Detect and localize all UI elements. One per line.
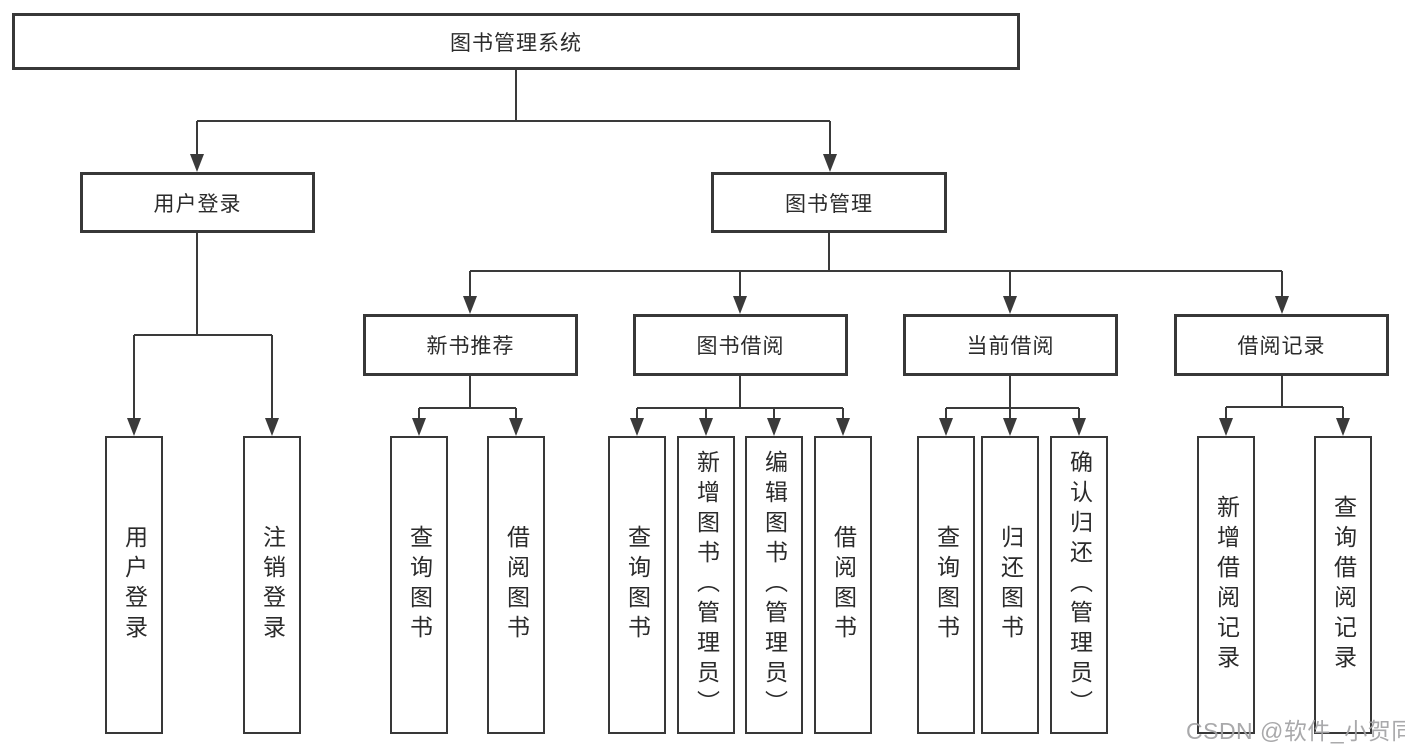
leaf-query-books-1: 查询图书 (390, 436, 448, 734)
node-book-borrowing-label: 图书借阅 (696, 335, 785, 358)
leaf-add-borrow-record-label: 新增借阅记录 (1213, 495, 1240, 675)
leaf-user-login: 用户登录 (105, 436, 163, 734)
leaf-return-books: 归还图书 (981, 436, 1039, 734)
node-user-login: 用户登录 (80, 172, 315, 233)
leaf-confirm-return-admin-label: 确认归还（管理员） (1066, 450, 1093, 720)
leaf-query-books-2-label: 查询图书 (624, 525, 651, 645)
leaf-user-login-label: 用户登录 (121, 525, 148, 645)
leaf-query-books-2: 查询图书 (608, 436, 666, 734)
leaf-query-books-1-label: 查询图书 (406, 525, 433, 645)
node-book-management: 图书管理 (711, 172, 947, 233)
leaf-edit-books-admin-label: 编辑图书（管理员） (761, 450, 788, 720)
node-borrow-records: 借阅记录 (1174, 314, 1389, 376)
node-current-borrowing: 当前借阅 (903, 314, 1118, 376)
node-book-borrowing: 图书借阅 (633, 314, 848, 376)
node-current-borrowing-label: 当前借阅 (966, 335, 1055, 358)
node-user-login-label: 用户登录 (153, 192, 242, 216)
leaf-borrow-books-1: 借阅图书 (487, 436, 545, 734)
leaf-query-borrow-record: 查询借阅记录 (1314, 436, 1372, 734)
leaf-query-books-3-label: 查询图书 (933, 525, 960, 645)
arrowheads (127, 154, 1350, 436)
leaf-logout: 注销登录 (243, 436, 301, 734)
node-root-label: 图书管理系统 (450, 31, 582, 55)
leaf-edit-books-admin: 编辑图书（管理员） (745, 436, 803, 734)
node-new-book-recommend-label: 新书推荐 (426, 335, 515, 358)
leaf-add-borrow-record: 新增借阅记录 (1197, 436, 1255, 734)
leaf-borrow-books-2-label: 借阅图书 (830, 525, 857, 645)
leaf-add-books-admin: 新增图书（管理员） (677, 436, 735, 734)
node-new-book-recommend: 新书推荐 (363, 314, 578, 376)
leaf-borrow-books-2: 借阅图书 (814, 436, 872, 734)
leaf-confirm-return-admin: 确认归还（管理员） (1050, 436, 1108, 734)
leaf-logout-label: 注销登录 (259, 525, 286, 645)
node-book-management-label: 图书管理 (785, 192, 873, 216)
csdn-watermark: CSDN @软件_小贺同学 (1186, 718, 1405, 744)
leaf-add-books-admin-label: 新增图书（管理员） (693, 450, 720, 720)
leaf-borrow-books-1-label: 借阅图书 (503, 525, 530, 645)
leaf-query-books-3: 查询图书 (917, 436, 975, 734)
node-root: 图书管理系统 (12, 13, 1020, 70)
leaf-return-books-label: 归还图书 (997, 525, 1024, 645)
leaf-query-borrow-record-label: 查询借阅记录 (1330, 495, 1357, 675)
node-borrow-records-label: 借阅记录 (1237, 335, 1326, 358)
